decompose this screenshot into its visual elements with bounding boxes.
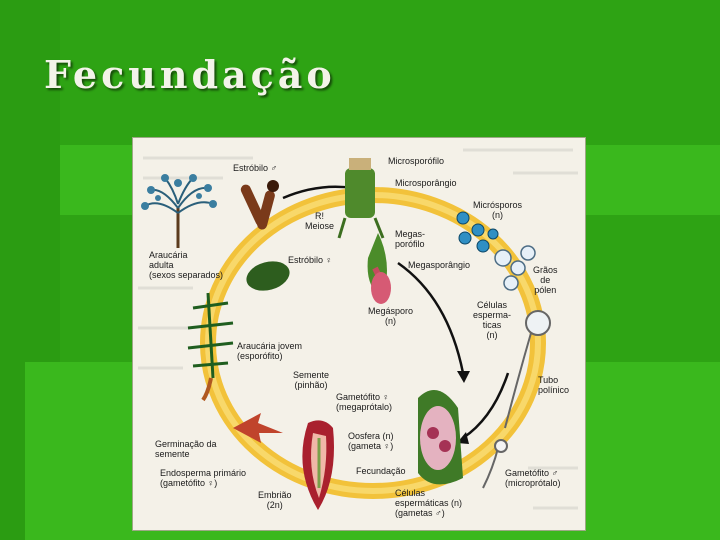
life-cycle-figure: Estróbilo ♂ Microsporófilo Microsporângi… <box>133 138 585 530</box>
life-cycle-diagram <box>138 148 578 510</box>
megasporophyll-illustration <box>367 233 391 304</box>
label-seed-germination: Germinação da semente <box>155 439 217 459</box>
microspores-illustration <box>456 211 499 253</box>
label-microsporangium: Microsporângio <box>395 178 457 188</box>
young-araucaria-illustration <box>187 292 234 402</box>
pollen-grains-illustration <box>494 245 536 291</box>
label-megasporangium: Megasporângio <box>408 260 471 270</box>
label-oosphere: Oosfera (n) (gameta ♀) <box>348 431 394 451</box>
germination-arrow <box>233 413 283 443</box>
slide-title: Fecundação <box>44 52 336 97</box>
female-strobilus-illustration <box>246 261 290 291</box>
label-pollen-grains: Grãos de pólen <box>533 265 558 295</box>
label-seed: Semente (pinhão) <box>293 370 330 390</box>
male-gametophyte-illustration <box>482 439 508 489</box>
label-sperm-cells: Células esperma- ticas (n) <box>473 300 512 340</box>
label-pollen-tube: Tubo polínico <box>538 375 570 395</box>
pollen-tube-illustration <box>504 310 551 429</box>
label-female-strobilus: Estróbilo ♀ <box>288 255 333 265</box>
microsporophyll-illustration <box>337 158 385 239</box>
label-megaspore: Megásporo (n) <box>368 306 414 326</box>
label-megasporophyll: Megas- porófilo <box>395 229 426 249</box>
araucaria-adult-illustration <box>141 174 217 248</box>
label-adult-araucaria: Araucária adulta (sexos separados) <box>149 250 224 280</box>
label-microsporophyll: Microsporófilo <box>388 156 445 166</box>
faint-background-text <box>138 148 578 510</box>
label-male-gametophyte: Gametófito ♂ (microprótalo) <box>505 468 561 488</box>
male-strobilus-illustration <box>240 180 279 230</box>
label-young-araucaria: Araucária jovem (esporófito) <box>237 341 303 361</box>
label-embryo: Embrião (2n) <box>258 490 292 510</box>
label-primary-endosperm: Endosperma primário (gametófito ♀) <box>160 468 247 488</box>
gametophyte-illustration <box>418 390 463 485</box>
label-meiosis: R! Meiose <box>305 211 335 231</box>
label-female-gametophyte: Gametófito ♀ (megaprótalo) <box>336 392 393 412</box>
label-sperm-gametes: Células espermáticas (n) (gametas ♂) <box>395 488 463 518</box>
label-microspores: Micrósporos (n) <box>473 200 523 220</box>
seed-illustration <box>302 420 334 510</box>
label-male-strobilus: Estróbilo ♂ <box>233 163 278 173</box>
label-fertilization: Fecundação <box>356 466 406 476</box>
